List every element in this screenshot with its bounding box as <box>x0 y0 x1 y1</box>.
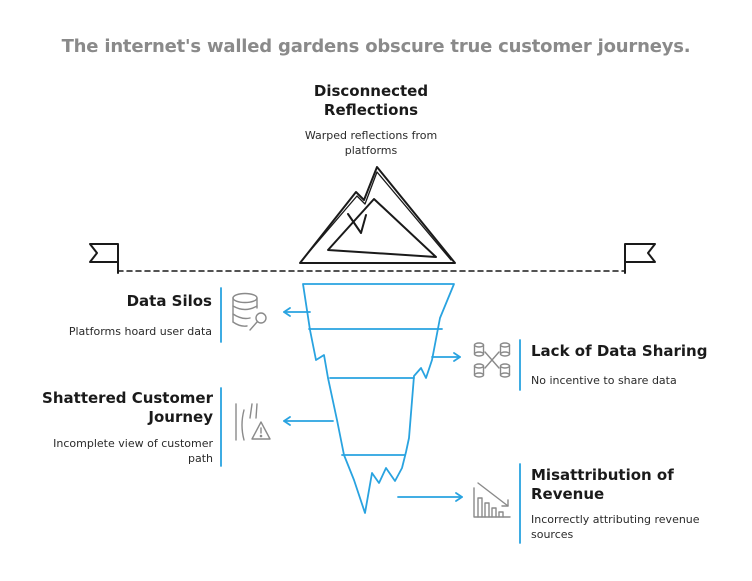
submerged-iceberg-outline <box>302 283 455 514</box>
right-flag-icon <box>624 243 656 274</box>
page-title: The internet's walled gardens obscure tr… <box>61 36 691 57</box>
declining-chart-icon <box>473 482 511 518</box>
iceberg-inner-notch <box>347 213 367 234</box>
arrow-journey <box>283 416 291 426</box>
network-nodes-icon <box>473 342 511 378</box>
iceberg-tip-outline-inner <box>302 171 452 261</box>
broken-path-warning-icon <box>235 403 271 441</box>
misattribution-heading: Misattribution of Revenue <box>531 466 674 503</box>
iceberg-inner-facet <box>327 198 437 258</box>
data-sharing-heading: Lack of Data Sharing <box>531 342 708 360</box>
top-heading: Disconnected Reflections <box>313 82 429 119</box>
data-silos-heading: Data Silos <box>126 292 212 310</box>
data-sharing-text: No incentive to share data <box>531 374 677 387</box>
journey-text: Incomplete view of customer path <box>53 437 213 465</box>
arrow-data-sharing <box>453 352 461 362</box>
iceberg-tip-outline <box>299 166 456 264</box>
journey-heading: Shattered Customer Journey <box>42 389 213 426</box>
arrow-misattribution <box>455 492 463 502</box>
misattribution-text: Incorrectly attributing revenue sources <box>531 513 700 541</box>
top-text: Warped reflections from platforms <box>304 129 438 157</box>
database-search-icon <box>232 292 267 331</box>
data-silos-text: Platforms hoard user data <box>68 325 212 338</box>
arrow-data-silos <box>283 307 291 317</box>
left-flag-icon <box>89 243 119 274</box>
